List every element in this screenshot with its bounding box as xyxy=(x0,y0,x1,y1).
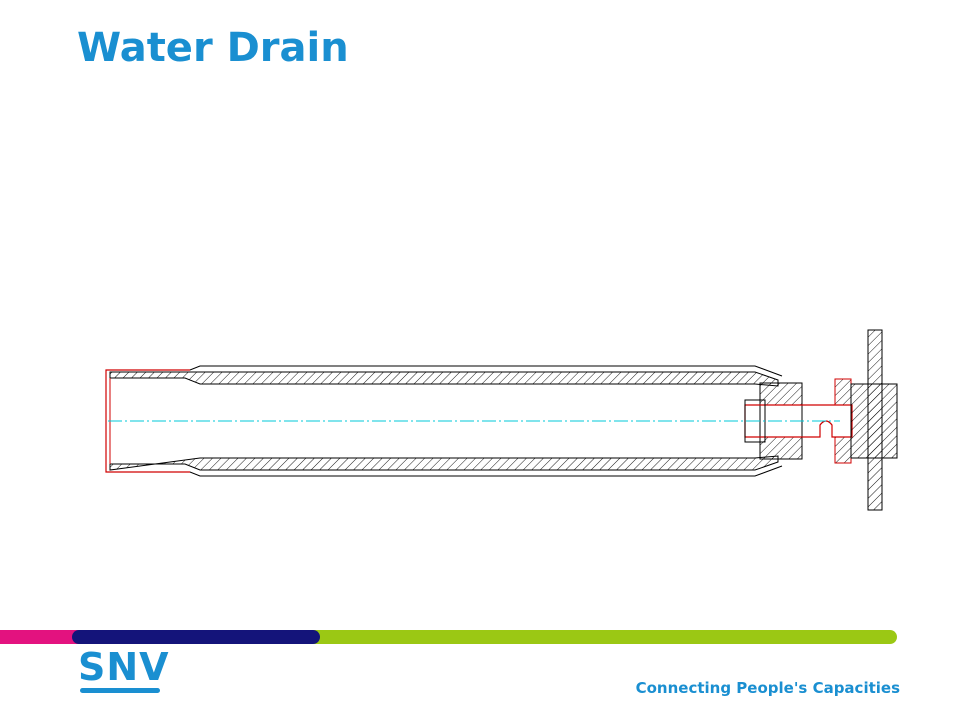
tagline: Connecting People's Capacities xyxy=(635,679,900,697)
washer-upper xyxy=(834,378,852,406)
logo-underline xyxy=(80,688,160,693)
nut-lower xyxy=(759,436,803,460)
logo-text: SNV xyxy=(78,645,170,689)
footer-bar-green xyxy=(300,630,897,644)
footer-bar-pink xyxy=(0,630,90,644)
pipe-upper-wall xyxy=(109,371,779,387)
slide-title: Water Drain xyxy=(77,25,349,71)
snv-logo: SNV xyxy=(78,645,169,698)
pipe-lower-wall xyxy=(109,455,779,471)
pipe-end-red-outline xyxy=(105,369,190,473)
footer-color-bar xyxy=(0,630,897,644)
nut-upper xyxy=(759,382,803,406)
mounting-plate xyxy=(867,329,883,511)
footer-bar-navy xyxy=(72,630,320,644)
washer-lower xyxy=(834,436,852,464)
